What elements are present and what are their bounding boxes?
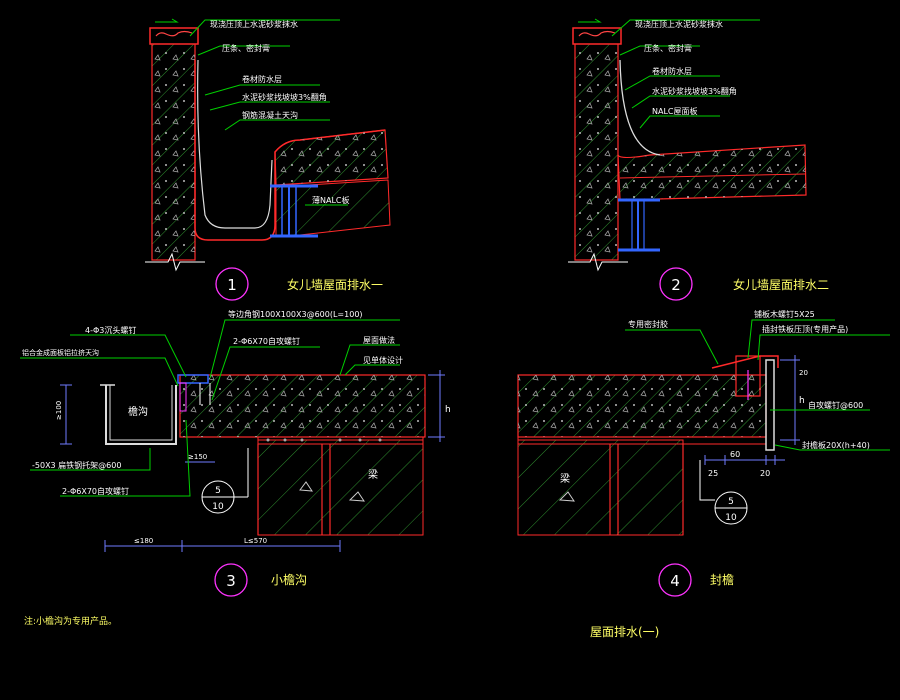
d1-title: 女儿墙屋面排水一 <box>287 277 383 292</box>
d4-label-3: 插封铁板压顶(专用产品) <box>762 324 848 334</box>
d4-dim-25: 25 <box>708 469 718 478</box>
eaves-board <box>765 359 775 451</box>
d3-label-4: 屋面做法 <box>363 335 395 345</box>
d4-ref-top: 5 <box>728 497 734 507</box>
d3-beam-label: 梁 <box>368 468 378 481</box>
d4-dim-60: 60 <box>730 450 740 459</box>
d3-dim-570: L≤570 <box>244 537 267 545</box>
d1-label-4: 水泥砂浆找坡坡3%翻角 <box>242 92 327 102</box>
gutter-profile <box>105 385 177 445</box>
sheet-title: 屋面排水(一) <box>590 625 659 639</box>
detail-marker-2 <box>659 267 693 301</box>
d4-label-2: 铺板木螺钉5X25 <box>754 309 815 319</box>
d1-label-1: 现浇压顶上水泥砂浆抹水 <box>210 19 298 29</box>
d3-dim-150: ≥150 <box>188 453 207 461</box>
d1-label-2: 压条、密封膏 <box>222 43 270 53</box>
beam-3 <box>257 439 424 536</box>
d2-label-4: 水泥砂浆找坡坡3%翻角 <box>652 86 737 96</box>
nalc-panel <box>275 179 391 237</box>
d3-label-6: 铝合金成面板铝拉挤天沟 <box>22 348 99 357</box>
d2-label-2: 压条、密封膏 <box>644 43 692 53</box>
d4-marker-num: 4 <box>670 572 680 590</box>
detail-marker-3 <box>214 563 248 597</box>
d1-label-5: 钢筋混凝土天沟 <box>242 110 298 120</box>
d3-label-1: 4-Φ3沉头螺钉 <box>85 325 136 335</box>
beam-4 <box>517 439 684 536</box>
d4-label-5: 封檐板20X(h+40) <box>802 440 870 450</box>
d2-marker-num: 2 <box>671 276 681 294</box>
d4-dim-20: 20 <box>799 369 808 377</box>
d1-label-3: 卷材防水层 <box>242 74 282 84</box>
d4-label-4: 自攻螺钉@600 <box>808 400 863 410</box>
d2-label-3: 卷材防水层 <box>652 66 692 76</box>
drawing-note: 注:小檐沟为专用产品。 <box>24 615 117 627</box>
d2-label-5: NALC屋面板 <box>652 106 698 116</box>
d4-beam-label: 梁 <box>560 472 570 485</box>
d3-title: 小檐沟 <box>271 573 307 587</box>
detail-3-small-gutter: 梁 檐沟 h ≥100 ≥150 ≤180 L≤570 <box>20 309 451 597</box>
eaves-coping <box>711 355 779 369</box>
d3-dim-180: ≤180 <box>134 537 153 545</box>
d1-label-6: 薄NALC板 <box>312 195 350 205</box>
waterproof-layer <box>197 59 273 229</box>
detail-marker-1 <box>215 267 249 301</box>
d3-marker-num: 3 <box>226 572 236 590</box>
d4-ref-bottom: 10 <box>725 513 737 523</box>
d3-label-2: 等边角钢100X100X3@600(L=100) <box>228 309 363 319</box>
steel-beam-2 <box>631 199 645 251</box>
d4-dim-h: h <box>799 396 805 406</box>
d3-dim-100: ≥100 <box>55 401 63 420</box>
d3-label-3: 2-Φ6X70自攻螺钉 <box>233 336 300 346</box>
d4-label-1: 专用密封胶 <box>628 319 668 329</box>
waterproof-layer-2 <box>619 59 661 156</box>
detail-marker-4 <box>658 563 692 597</box>
d2-label-1: 现浇压顶上水泥砂浆抹水 <box>635 19 723 29</box>
detail-2-parapet-drainage-two: 现浇压顶上水泥砂浆抹水 压条、密封膏 卷材防水层 水泥砂浆找坡坡3%翻角 NAL… <box>568 18 829 301</box>
d4-title: 封檐 <box>710 573 734 587</box>
d3-label-7: -50X3 扁铁钢托架@600 <box>32 460 121 470</box>
detail-4-eaves-closure: 梁 20 h 60 25 20 专用密封胶 <box>517 309 890 597</box>
d3-ref-bottom: 10 <box>212 502 224 512</box>
d3-ref-top: 5 <box>215 486 221 496</box>
d3-label-5: 见单体设计 <box>363 355 403 365</box>
d1-marker-num: 1 <box>227 276 237 294</box>
angle-steel <box>177 374 209 384</box>
d3-dim-h: h <box>445 405 451 415</box>
d3-gutter-label: 檐沟 <box>128 405 148 418</box>
detail-1-parapet-drainage-one: 现浇压顶上水泥砂浆抹水 压条、密封膏 卷材防水层 水泥砂浆找坡坡3%翻角 钢筋混… <box>145 18 391 301</box>
d4-dim-20b: 20 <box>760 469 770 478</box>
d2-title: 女儿墙屋面排水二 <box>733 277 829 292</box>
d3-label-8: 2-Φ6X70自攻螺钉 <box>62 486 129 496</box>
parapet-wall-aggregate <box>152 30 195 260</box>
